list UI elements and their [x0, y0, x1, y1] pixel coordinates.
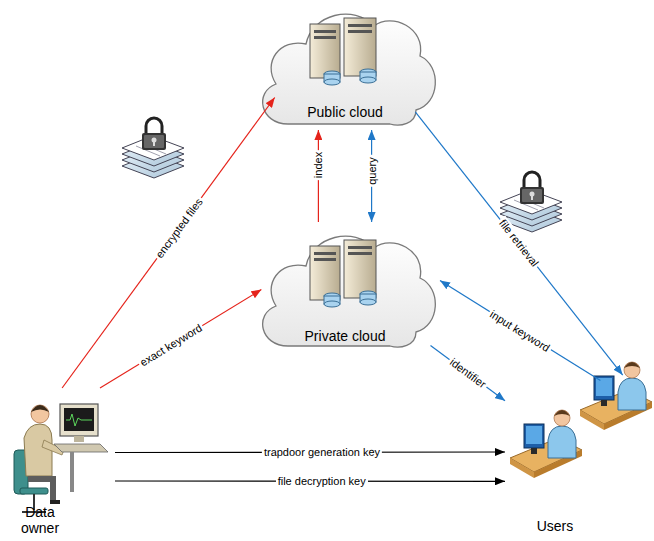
- edge-label: query: [366, 156, 378, 188]
- edge-label: encrypted files: [152, 194, 206, 262]
- connector-arrow: [431, 346, 506, 401]
- connector-arrow: [62, 98, 275, 389]
- edge-label: exact keyword: [136, 320, 206, 369]
- node-label: Private cloud: [305, 328, 386, 344]
- node-label: Users: [529, 518, 581, 534]
- node-label: Data owner: [10, 504, 70, 536]
- users-figure: [510, 362, 652, 478]
- cloud-node: Private cloud: [250, 222, 440, 352]
- connector-arrow: [415, 112, 622, 375]
- edge-label: input keyword: [486, 306, 553, 354]
- node-label: Public cloud: [307, 104, 383, 120]
- actor-node: Users: [505, 355, 654, 538]
- edge-label: trapdoor generation key: [262, 446, 382, 458]
- connector-arrow: [100, 290, 261, 388]
- actor-node: Data owner: [0, 388, 115, 538]
- edge-label: file decryption key: [276, 475, 368, 487]
- cloud-node: Public cloud: [250, 0, 440, 130]
- edge-label: index: [312, 150, 324, 180]
- edge-label: identifier: [446, 355, 490, 392]
- data-owner-figure: [14, 404, 108, 512]
